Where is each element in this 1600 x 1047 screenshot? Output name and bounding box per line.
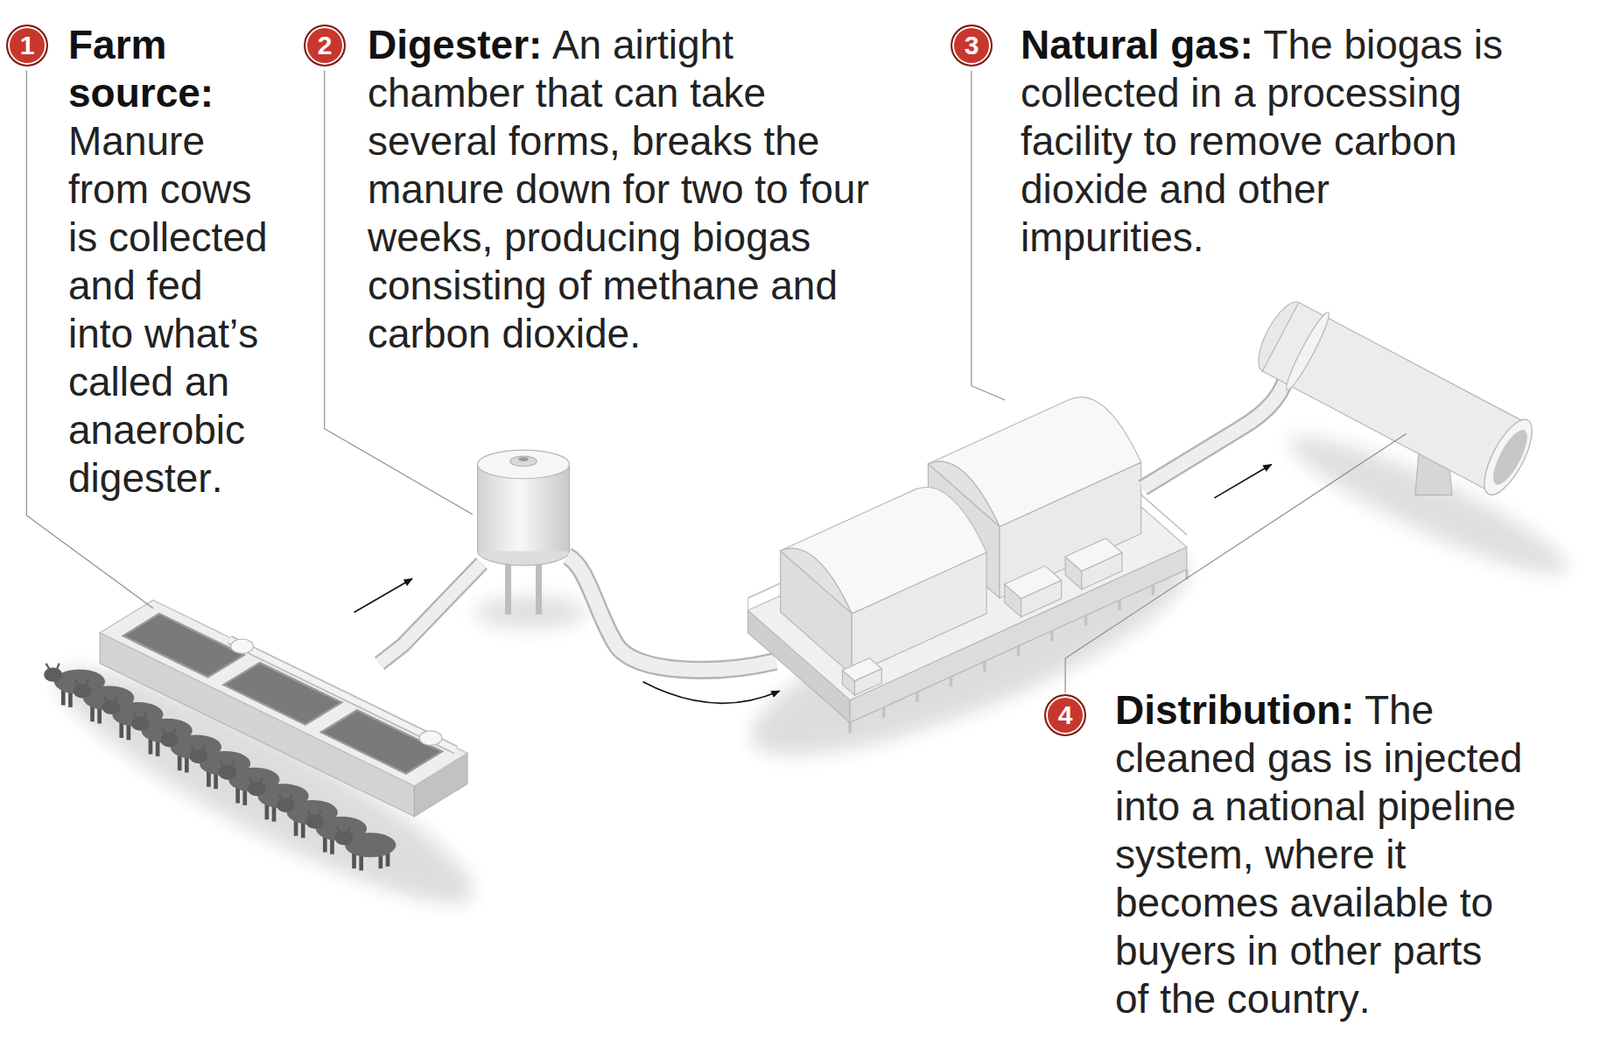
- platform-leg: [1151, 584, 1155, 596]
- cow-horns: [45, 663, 59, 669]
- digester-edge: [477, 463, 478, 551]
- cow-head: [189, 749, 208, 764]
- pipe: [379, 563, 483, 664]
- manure-compartment: [224, 662, 343, 725]
- callout-text: Digester:An airtight chamber that can ta…: [367, 21, 885, 358]
- flow-arrow: [1214, 463, 1271, 498]
- tank-pipe-outline: [229, 639, 457, 751]
- callout-heading: Farm source:: [68, 21, 264, 118]
- tank-pipe: [229, 639, 457, 751]
- platform-leg: [1017, 645, 1020, 657]
- callout-badge: 4: [1044, 694, 1087, 737]
- platform-leg: [848, 722, 851, 733]
- cow-head: [247, 781, 267, 796]
- platform-leg: [882, 707, 885, 718]
- cow-head: [334, 830, 353, 845]
- callout-text: Farm source:Manure from cows is collecte…: [68, 21, 274, 503]
- platform-leg: [1050, 630, 1053, 641]
- callout-badge: 3: [950, 24, 993, 67]
- digester-edge: [568, 463, 570, 551]
- cow-head: [72, 683, 92, 698]
- callout-text: Distribution:The cleaned gas is injected…: [1115, 686, 1525, 1024]
- platform-leg: [1084, 615, 1088, 626]
- cow-head: [160, 732, 179, 747]
- equipment-top: [1065, 538, 1123, 571]
- platform-leg: [982, 660, 986, 672]
- equipment-top: [1004, 565, 1062, 598]
- callout-body: The cleaned gas is injected into a natio…: [1115, 687, 1523, 1022]
- flow-arrow: [354, 578, 413, 612]
- digester-hole: [518, 456, 529, 462]
- tank-hatch: [419, 730, 443, 745]
- building-roof: [780, 487, 987, 614]
- pipeline-body: [1262, 302, 1526, 492]
- cow-horns: [75, 679, 89, 685]
- cow-horns: [307, 810, 321, 816]
- pipe-outline: [379, 563, 483, 664]
- callout-heading: Natural gas:: [1020, 21, 1254, 70]
- shadow: [36, 634, 495, 936]
- platform-leg: [915, 691, 919, 702]
- tank-hatch: [231, 638, 254, 653]
- callout-heading: Distribution:: [1115, 686, 1355, 735]
- cow-head: [102, 700, 121, 715]
- flow-arrow: [642, 681, 779, 704]
- digester-top: [477, 449, 570, 479]
- cow-head: [217, 764, 237, 779]
- callout-text: Natural gas:The biogas is collected in a…: [1020, 21, 1514, 262]
- cow: [334, 826, 396, 871]
- callout-badge: 1: [6, 24, 49, 67]
- pipe-outline: [567, 555, 776, 670]
- callout-body: Manure from cows is collected and fed in…: [68, 118, 268, 501]
- pipe: [567, 555, 776, 670]
- platform-leg: [949, 676, 953, 688]
- leader-line: [1065, 433, 1406, 693]
- cow-horns: [336, 826, 351, 832]
- platform-top: [748, 456, 1187, 700]
- callout-number: 3: [964, 32, 980, 59]
- shadow: [474, 596, 587, 629]
- callout-body: An airtight chamber that can take severa…: [367, 21, 870, 357]
- callout-heading: Digester:: [367, 21, 542, 70]
- pipeline-flange: [1281, 308, 1334, 393]
- manure-compartment: [123, 613, 245, 678]
- cow-horns: [220, 761, 234, 767]
- cow-horns: [191, 744, 205, 751]
- callout-number: 1: [20, 32, 36, 59]
- cow-head: [131, 715, 150, 730]
- callout-number: 4: [1058, 701, 1074, 729]
- cow-head: [276, 798, 295, 813]
- pipeline-end: [1474, 413, 1542, 502]
- callout-badge: 2: [303, 24, 346, 67]
- callout-number: 2: [317, 32, 333, 59]
- cow-head: [305, 814, 324, 829]
- pipeline-opening: [1487, 425, 1534, 490]
- platform-leg: [1117, 600, 1121, 611]
- leader-line: [971, 70, 1005, 400]
- pipe-outline: [1143, 369, 1289, 488]
- cow-horns: [249, 777, 263, 783]
- cow-horns: [278, 793, 292, 800]
- cow-head: [43, 666, 63, 681]
- manure-compartment: [321, 709, 443, 774]
- cow-horns: [133, 712, 147, 718]
- cow-horns: [161, 728, 176, 734]
- equipment-top: [842, 658, 882, 681]
- digester-hatch: [510, 456, 537, 467]
- roof-end: [780, 547, 853, 613]
- railing-post: [747, 597, 749, 611]
- cow-horns: [104, 695, 118, 702]
- pipe: [1143, 369, 1289, 488]
